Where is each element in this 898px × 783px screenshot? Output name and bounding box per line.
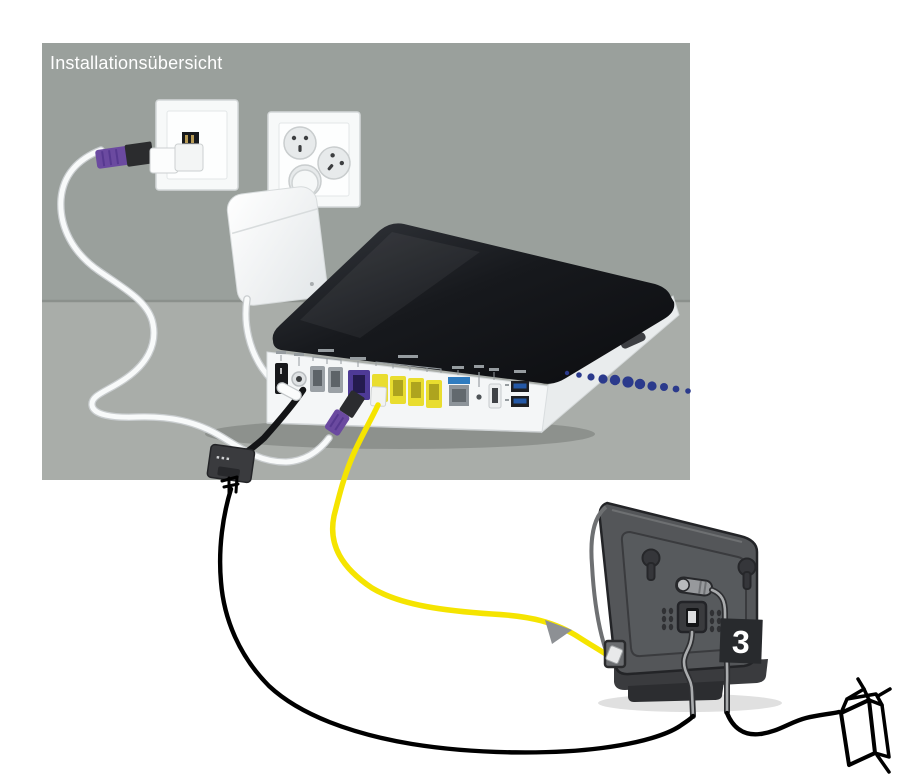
base-phone-jack (676, 600, 708, 634)
sketch-phone-cable (217, 486, 696, 755)
router-phone-ports (310, 349, 343, 393)
base-power-connector (675, 576, 714, 597)
dect-base-station: 3 (589, 501, 782, 719)
base-top-rim (611, 509, 743, 543)
cable-end-gray (545, 620, 572, 644)
sketch-power-cable (724, 709, 842, 737)
router-bottom-edge (266, 422, 543, 433)
plug-scribble (220, 475, 240, 495)
router-usb-port (488, 368, 502, 409)
phone-jack-adapter (149, 147, 179, 174)
router-usb3-ports (505, 370, 529, 407)
page-title: Installationsübersicht (50, 53, 223, 73)
dsl-wall-connector (95, 141, 155, 169)
router-top-cover (272, 223, 675, 384)
sketched-wiring (217, 486, 892, 774)
base-cable-clip (603, 639, 627, 669)
phone-jack-adapter-body (174, 143, 204, 172)
phone-adapter-dongle (206, 443, 256, 495)
dsl-plug-black (124, 141, 155, 167)
power-adapter-brick (226, 186, 328, 306)
base-power-plug-sketch (839, 677, 892, 774)
socket-recess-top (283, 126, 317, 160)
dsl-router-connector (324, 390, 365, 436)
dsl-cable-purple (57, 141, 333, 466)
base-left-rim (589, 505, 614, 667)
base-foot (628, 681, 724, 702)
wifi-signal-dots (564, 370, 691, 394)
router-power-port (291, 353, 307, 387)
ethernet-cable-yellow (330, 386, 616, 662)
step-badge-number: 3 (731, 624, 750, 661)
step-badge: 3 (719, 618, 763, 664)
socket-recess-right (317, 146, 351, 180)
power-barrel-plug (276, 382, 302, 401)
router-side-slot (620, 332, 646, 349)
router-top-sheen (300, 232, 480, 338)
base-vent-holes (661, 607, 722, 633)
wall-mount-keyholes (641, 548, 757, 590)
router-wan-port (448, 366, 470, 406)
router-reset-hole (474, 365, 484, 400)
